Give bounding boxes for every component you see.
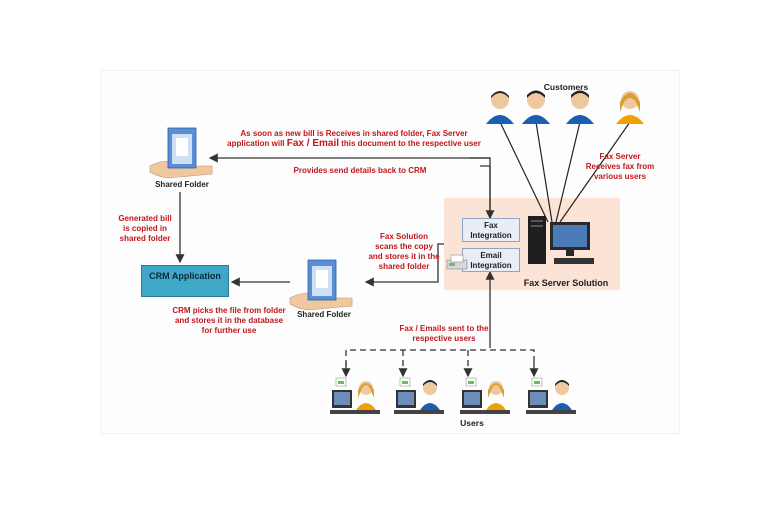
fax-solution-scans-label: Fax Solution scans the copy and stores i… xyxy=(368,232,440,271)
folder-hand-icon xyxy=(289,259,353,311)
fax-server-receives-label: Fax Server Receives fax from various use… xyxy=(585,152,655,181)
user-at-desk-icon xyxy=(460,377,510,414)
customer-line-2 xyxy=(535,121,553,223)
customer-line-3 xyxy=(555,121,581,223)
crm-application-box: CRM Application xyxy=(141,265,229,297)
arrow-server-to-midfolder xyxy=(364,243,444,287)
distribution-dashed-line xyxy=(345,349,535,366)
fax-server-solution-label: Fax Server Solution xyxy=(523,278,609,288)
customer-avatar-icon xyxy=(522,90,550,124)
users-label: Users xyxy=(460,418,484,428)
customer-avatar-icon xyxy=(486,91,514,124)
generated-bill-label: Generated bill is copied in shared folde… xyxy=(118,214,172,243)
top-message-line1: As soon as new bill is Receives in share… xyxy=(240,129,468,138)
customer-avatar-icon xyxy=(566,90,594,124)
user-at-desk-icon xyxy=(526,377,576,414)
user-at-desk-icon xyxy=(330,377,380,414)
email-integration-box: Email Integration xyxy=(462,248,520,272)
crm-picks-file-label: CRM picks the file from folder and store… xyxy=(172,306,286,335)
server-computer-icon xyxy=(528,216,594,264)
send-details-back-label: Provides send details back to CRM xyxy=(293,166,427,175)
arrow-into-fax-integration xyxy=(480,165,495,220)
customer-avatar-icon xyxy=(616,91,644,124)
fax-machine-icon xyxy=(446,254,468,270)
shared-folder-top-label: Shared Folder xyxy=(155,180,209,189)
customer-line-4 xyxy=(559,121,631,223)
fax-emails-sent-label: Fax / Emails sent to the respective user… xyxy=(399,324,489,343)
fax-integration-box: Fax Integration xyxy=(462,218,520,242)
top-message-line2: application will Fax / Email this docume… xyxy=(227,138,481,149)
users-group xyxy=(330,377,576,414)
customer-line-1 xyxy=(499,121,549,223)
customers-group xyxy=(486,90,644,124)
user-at-desk-icon xyxy=(394,377,444,414)
customers-label: Customers xyxy=(543,82,589,92)
shared-folder-mid-label: Shared Folder xyxy=(297,310,351,319)
folder-hand-icon xyxy=(149,127,213,179)
